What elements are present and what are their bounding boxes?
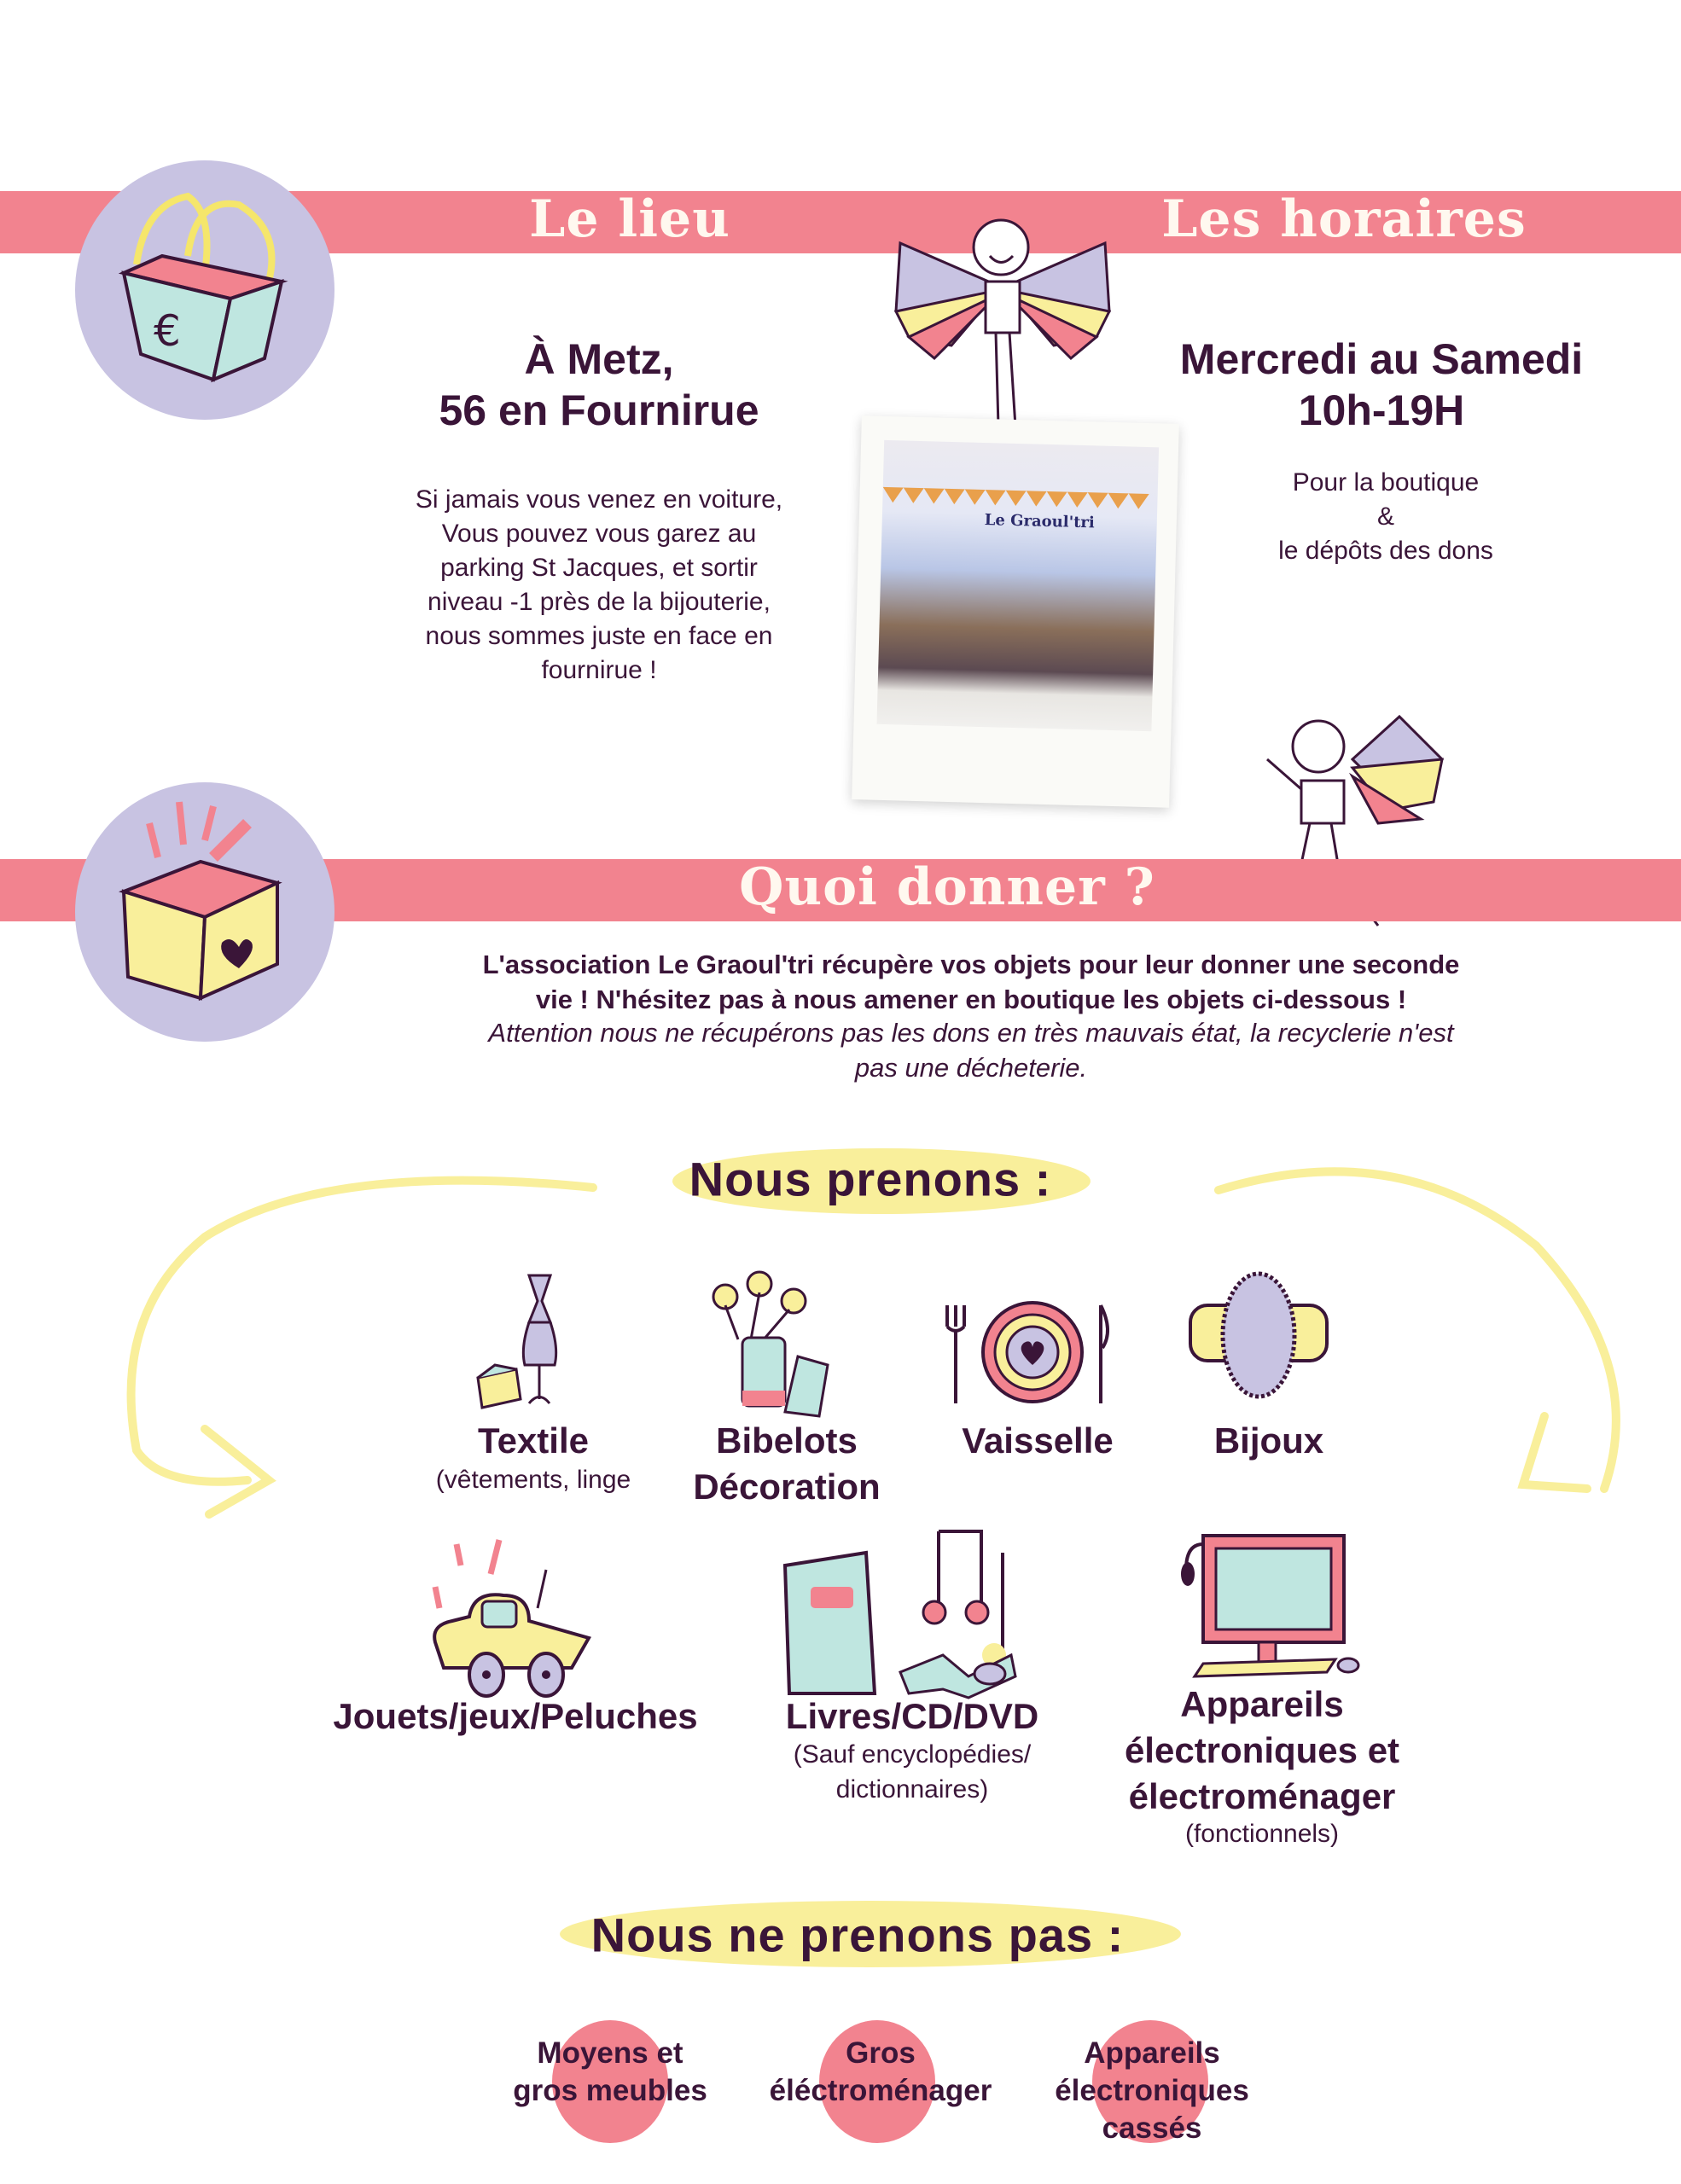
hours-note: Pour la boutique & le dépôts des dons (1278, 466, 1493, 568)
parking-line: niveau -1 près de la bijouterie, (428, 588, 771, 616)
item-vaisselle-label: Vaisselle (962, 1420, 1114, 1461)
bibelots-flowers-icon (712, 1270, 829, 1418)
refused-item-appareils-casses: Appareils électroniques cassés (1055, 2035, 1249, 2147)
item-appareils-line: électroniques et (1124, 1730, 1400, 1770)
item-livres-label: Livres/CD/DVD (785, 1696, 1039, 1736)
shopping-bag-icon: € (118, 192, 288, 383)
hours-note-line: le dépôts des dons (1278, 537, 1493, 565)
address-block: À Metz, 56 en Fournirue (439, 334, 759, 436)
item-textile-sub: (vêtements, linge (435, 1466, 631, 1494)
item-bijoux-label: Bijoux (1213, 1420, 1324, 1461)
refused-line: électroniques (1055, 2074, 1249, 2107)
item-bibelots-line: Bibelots (716, 1420, 858, 1461)
svg-text:€: € (154, 306, 181, 356)
address-city: À Metz, (524, 335, 674, 383)
item-decoration-line: Décoration (693, 1467, 881, 1507)
parking-line: Vous pouvez vous garez au (441, 520, 757, 548)
item-textile-sub-clip: (vêtements, linge (410, 1462, 657, 1502)
bunting-icon (882, 486, 1149, 509)
intro-line: L'association Le Graoul'tri récupère vos… (482, 950, 1460, 979)
hours-note-line: & (1376, 502, 1395, 531)
warning-line: Attention nous ne récupérons pas les don… (488, 1018, 1454, 1048)
nous-ne-prenons-pas-title: Nous ne prenons pas : (590, 1908, 1125, 1962)
warning-text: Attention nous ne récupérons pas les don… (488, 1015, 1453, 1085)
refused-line: Appareils (1084, 2036, 1220, 2070)
refused-dot (552, 2020, 668, 2143)
refused-line: Moyens et (537, 2036, 683, 2070)
nous-ne-prenons-pas-highlight (560, 1901, 1181, 1967)
nous-prenons-title: Nous prenons : (689, 1152, 1052, 1206)
item-appareils-sub: (fonctionnels) (1184, 1820, 1340, 1848)
hours-note-line: Pour la boutique (1292, 468, 1480, 497)
warning-line: pas une décheterie. (854, 1053, 1088, 1083)
parking-line: fournirue ! (541, 656, 657, 684)
jouets-toy-car-icon (432, 1539, 592, 1698)
hours-block: Mercredi au Samedi 10h-19H (1180, 334, 1583, 436)
intro-line: vie ! N'hésitez pas à nous amener en bou… (535, 985, 1407, 1014)
refused-line: éléctroménager (769, 2074, 992, 2107)
parking-line: nous sommes juste en face en (425, 622, 773, 650)
item-appareils-line: Appareils (1180, 1684, 1344, 1724)
shop-team-photo: Le Graoul'tri (876, 439, 1160, 732)
quoi-donner-title: Quoi donner ? (739, 857, 1155, 917)
opening-days: Mercredi au Samedi (1179, 335, 1584, 383)
address-street: 56 en Fournirue (439, 386, 759, 434)
vaisselle-plate-icon (945, 1301, 1109, 1403)
nous-prenons-highlight (672, 1148, 1091, 1214)
item-livres-sub-line: (Sauf encyclopédies/ (793, 1740, 1032, 1769)
item-bibelots-label: Bibelots Décoration (693, 1418, 880, 1510)
item-livres-sub-line: dictionnaires) (835, 1775, 989, 1804)
horaires-title: Les horaires (1161, 189, 1527, 249)
opening-hours: 10h-19H (1298, 386, 1465, 434)
textile-dress-icon (476, 1274, 558, 1409)
item-textile-label: Textile (478, 1420, 589, 1461)
item-appareils-label: Appareils électroniques et électroménage… (1125, 1682, 1399, 1820)
mascot-figure-icon (893, 218, 1112, 427)
livres-cd-book-icon (782, 1530, 1017, 1699)
bijoux-bracelet-icon (1189, 1271, 1329, 1399)
parking-line: parking St Jacques, et sortir (440, 554, 758, 582)
gift-box-heart-icon (118, 801, 282, 1002)
refused-line: cassés (1102, 2111, 1202, 2145)
parking-line: Si jamais vous venez en voiture, (415, 485, 783, 514)
item-livres-sub: (Sauf encyclopédies/ dictionnaires) (794, 1737, 1032, 1807)
intro-text: L'association Le Graoul'tri récupère vos… (483, 947, 1460, 1017)
refused-line: gros meubles (513, 2074, 707, 2107)
refused-line: Gros (846, 2036, 916, 2070)
parking-info: Si jamais vous venez en voiture, Vous po… (416, 483, 782, 688)
refused-dot (819, 2020, 935, 2143)
refused-dot (1092, 2020, 1208, 2143)
item-jouets-label: Jouets/jeux/Peluches (333, 1696, 698, 1736)
shop-polaroid-photo: Le Graoul'tri (852, 415, 1179, 808)
mascot-dancing-icon (1266, 714, 1445, 926)
refused-item-gros-electromenager: Gros éléctroménager (770, 2035, 992, 2110)
refused-item-meubles: Moyens et gros meubles (513, 2035, 707, 2110)
appareils-computer-icon (1181, 1534, 1360, 1678)
item-appareils-line: électroménager (1128, 1776, 1396, 1816)
lieu-title: Le lieu (529, 189, 730, 249)
